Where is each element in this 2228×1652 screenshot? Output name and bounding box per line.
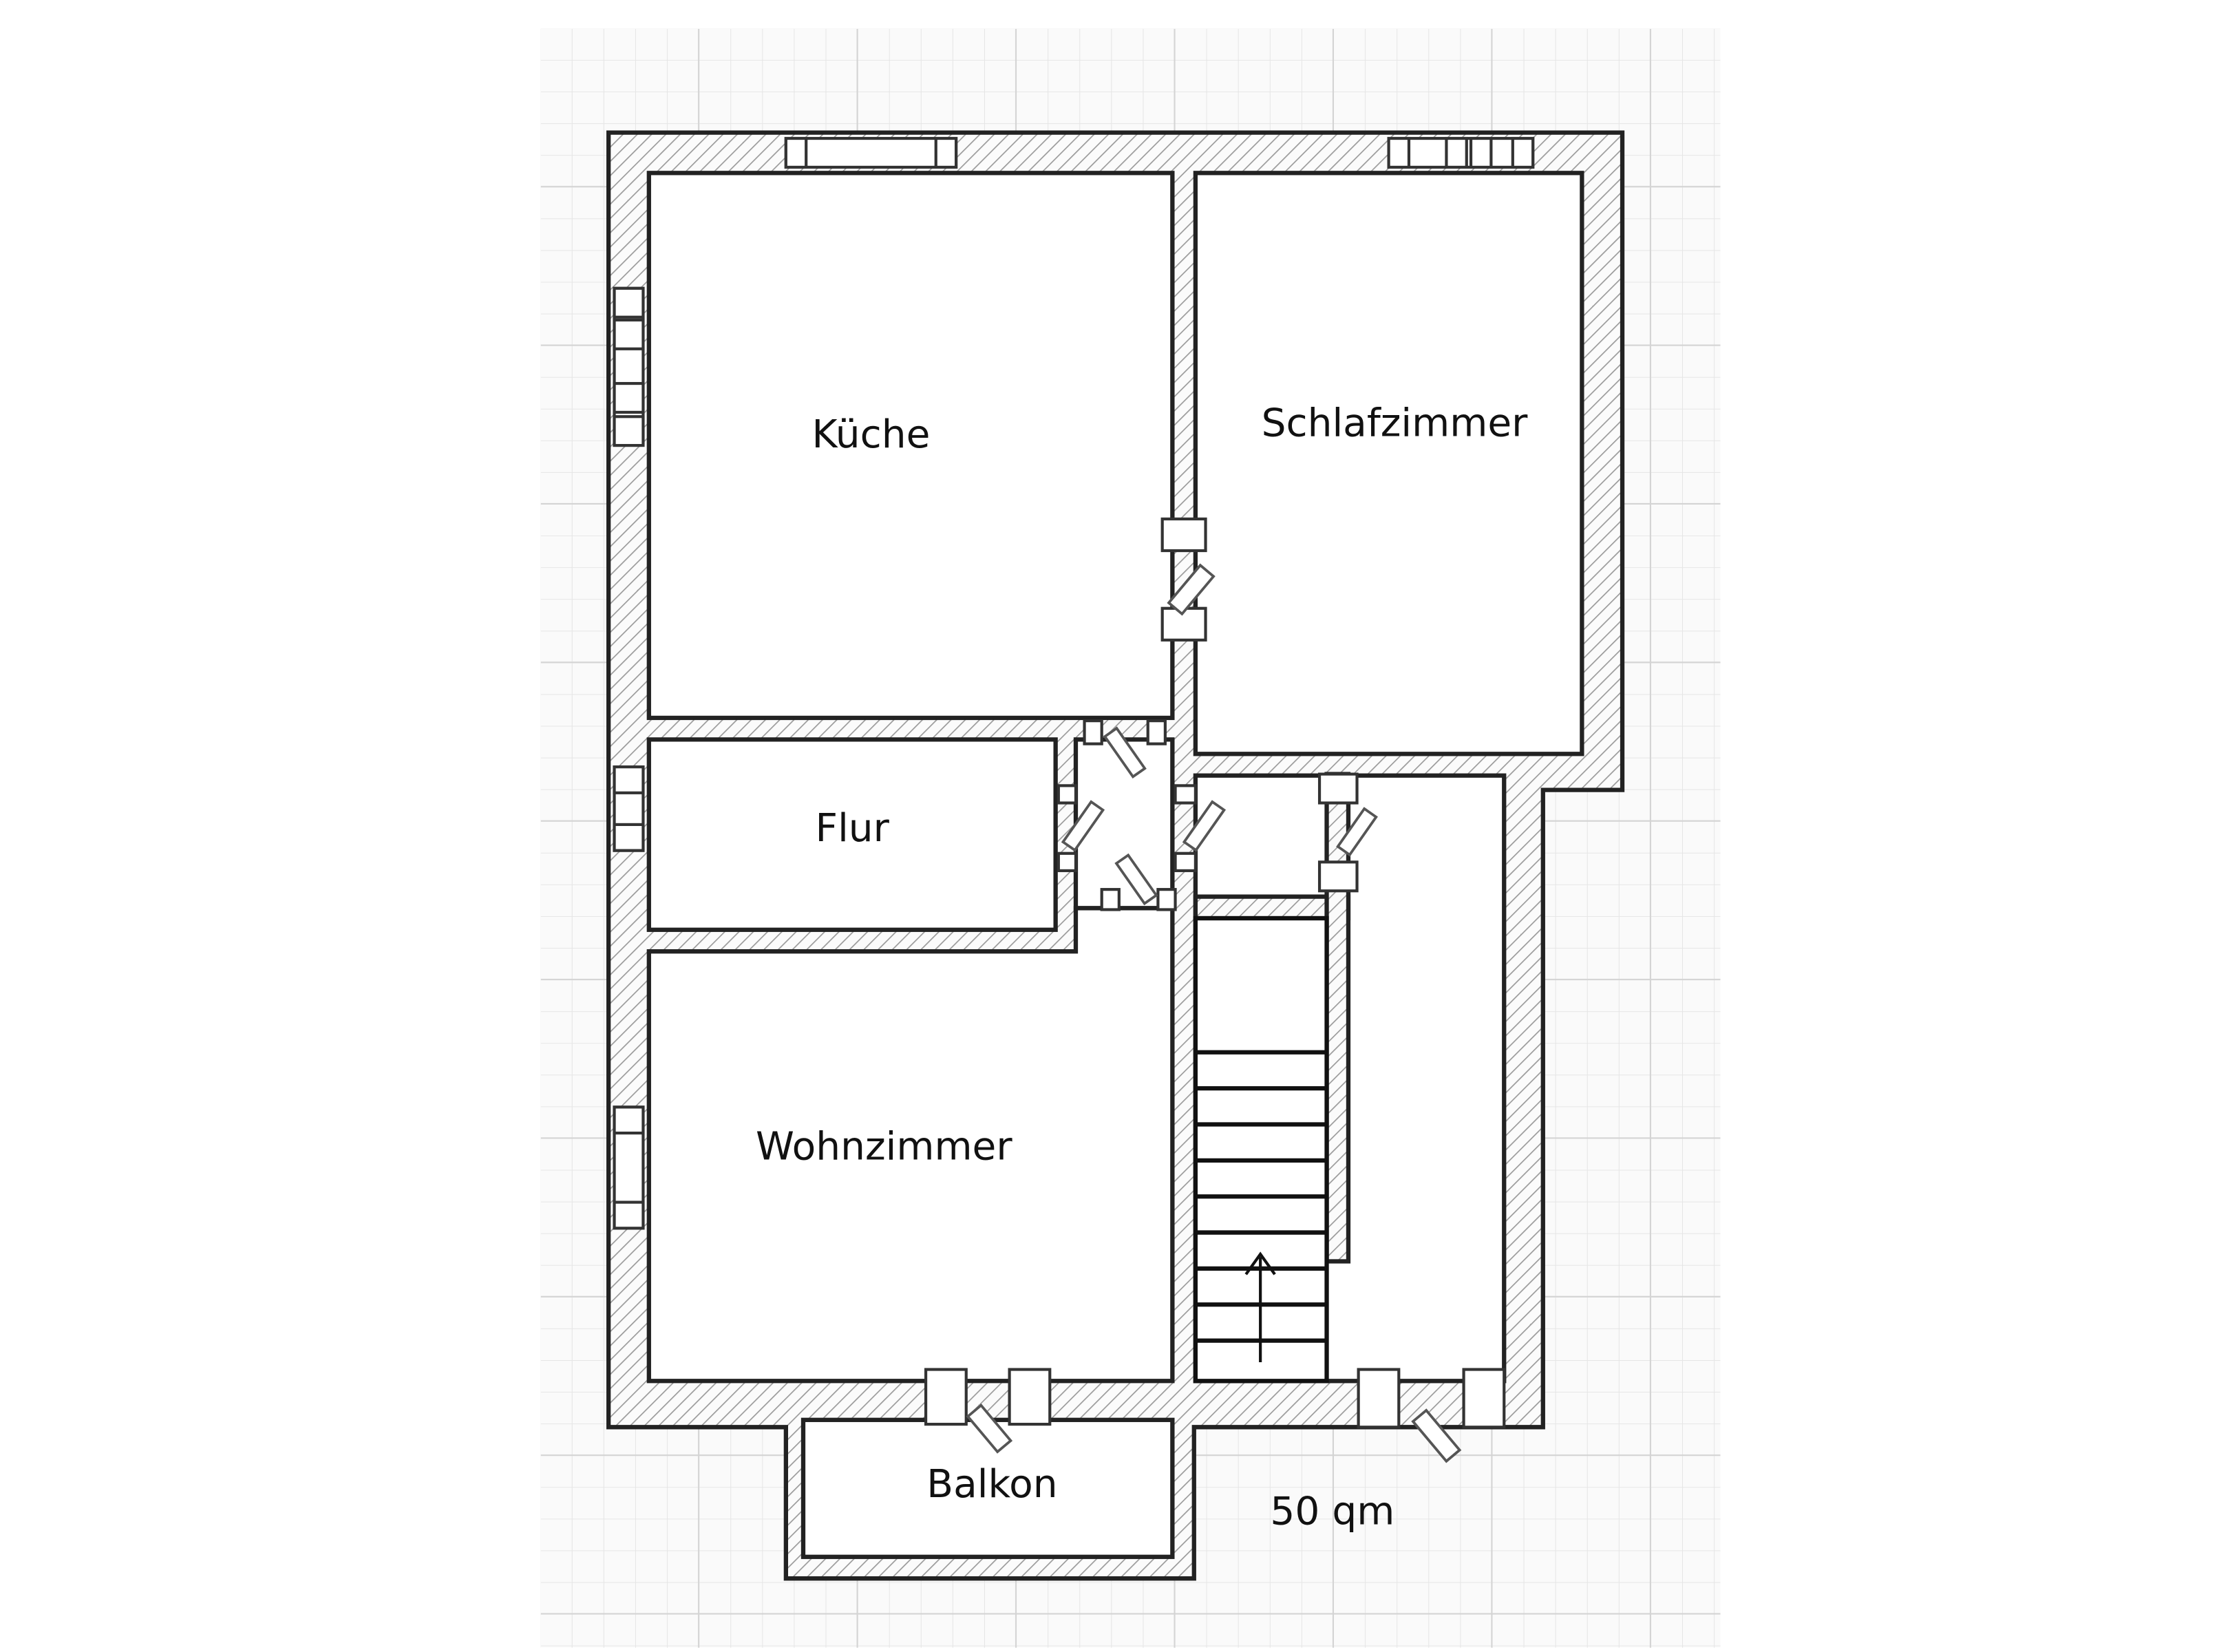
door-entrance [1357,1368,1506,1463]
door-kueche-schlafzimmer [1160,517,1216,642]
windows [613,136,1535,1230]
room-label-wohnzimmer: Wohnzimmer [756,1125,1012,1169]
room-kueche [646,171,1175,721]
room-label-balkon: Balkon [926,1462,1057,1507]
room-schlafzimmer [1193,171,1584,756]
room-label-kueche: Küche [812,412,931,457]
window-kueche-top [784,136,958,169]
door-hall-vestibule [1174,784,1227,873]
area-label: 50 qm [1270,1490,1394,1534]
doors [924,517,1506,1463]
staircase [1193,915,1329,1384]
room-label-flur: Flur [816,806,890,851]
door-hall-flur [1057,784,1105,873]
door-wohnzimmer-balkon [924,1368,1052,1454]
door-hall-kueche [1083,719,1167,779]
stair-direction-arrow-icon [1244,1251,1276,1363]
room-flur [646,737,1058,932]
room-balkon [800,1417,1175,1559]
door-hall-wohnzimmer [1100,853,1177,911]
room-label-schlafzimmer: Schlafzimmer [1262,401,1529,445]
door-vestibule-stairwell [1317,772,1378,893]
